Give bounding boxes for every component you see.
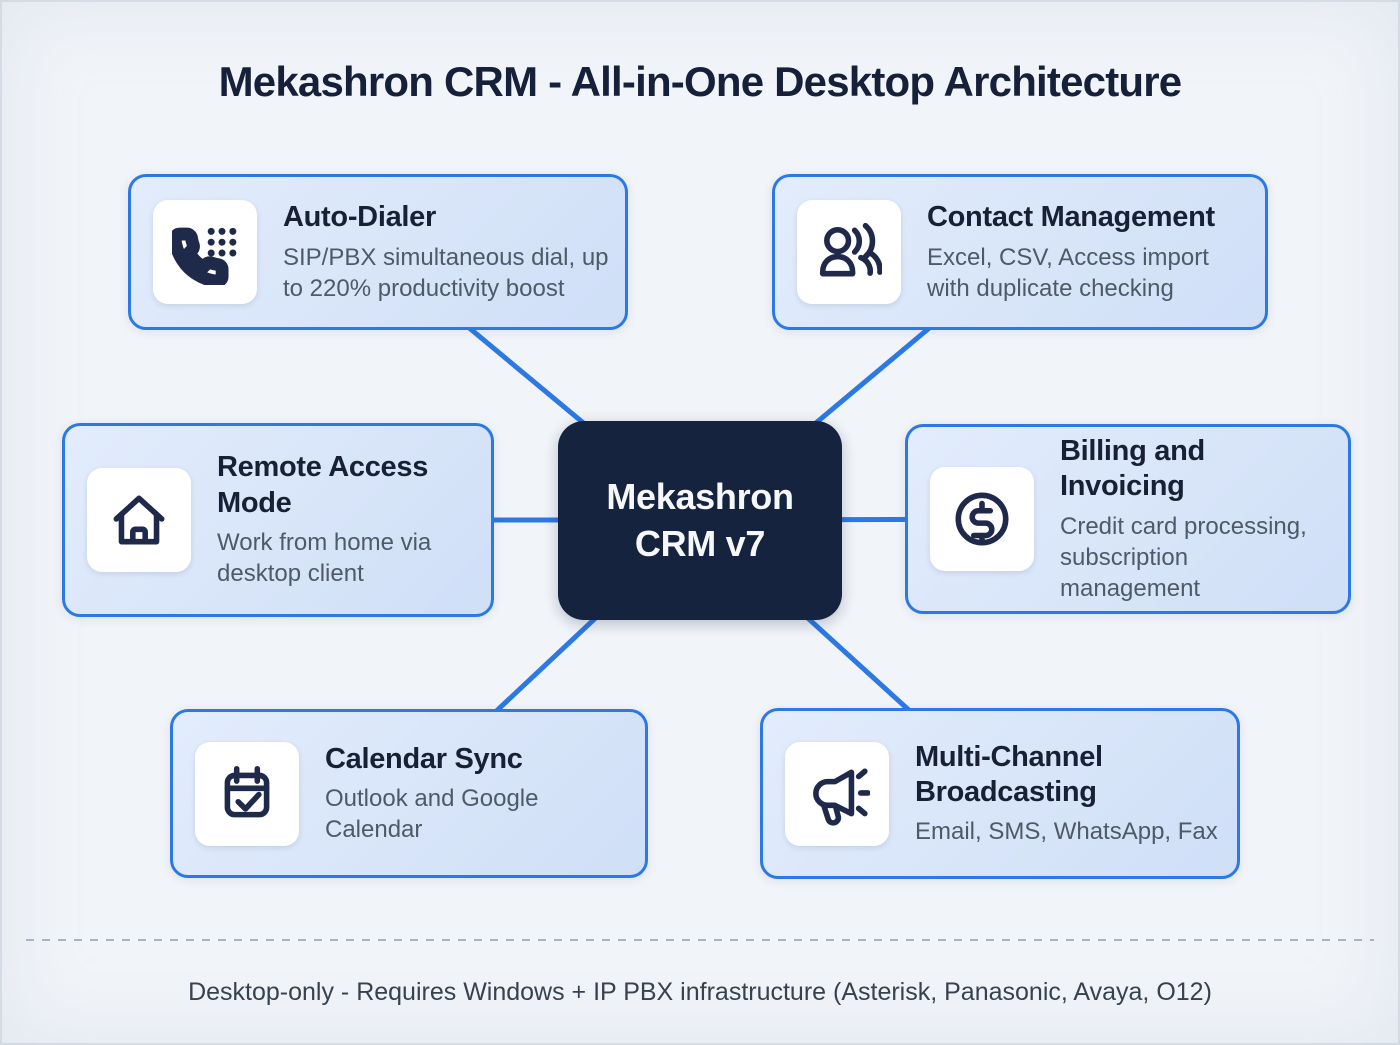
footer-divider	[26, 939, 1374, 941]
feature-description: Excel, CSV, Access import with duplicate…	[927, 243, 1209, 302]
feature-box-billing: Billing and Invoicing Credit card proces…	[905, 424, 1351, 614]
icon-tile	[797, 200, 901, 304]
feature-box-contact-management: Contact Management Excel, CSV, Access im…	[772, 174, 1268, 330]
icon-tile	[785, 741, 889, 846]
feature-description: Credit card processing, subscription man…	[1060, 512, 1307, 602]
feature-description: Outlook and Google Calendar	[325, 785, 539, 844]
icon-tile	[87, 468, 191, 572]
calendar-check-icon	[224, 765, 270, 817]
contacts-icon	[819, 222, 882, 277]
feature-description: Work from home via desktop client	[217, 529, 432, 588]
megaphone-icon	[813, 768, 870, 826]
home-icon	[113, 495, 165, 545]
feature-title: Multi-Channel Broadcasting	[915, 740, 1103, 808]
icon-tile	[195, 741, 299, 846]
icon-tile	[930, 467, 1034, 571]
feature-description: Email, SMS, WhatsApp, Fax	[915, 818, 1218, 846]
feature-description: SIP/PBX simultaneous dial, up to 220% pr…	[283, 243, 609, 302]
feature-box-multi-channel: Multi-Channel Broadcasting Email, SMS, W…	[760, 708, 1240, 879]
center-node-label-line1: Mekashron	[606, 475, 794, 517]
page-title: Mekashron CRM - All-in-One Desktop Archi…	[218, 58, 1183, 105]
feature-box-remote-access: Remote Access Mode Work from home via de…	[62, 423, 494, 617]
feature-title: Calendar Sync	[325, 742, 523, 775]
dollar-circle-icon	[955, 492, 1009, 546]
center-node: Mekashron CRM v7	[558, 421, 842, 620]
phone-keypad-icon	[172, 227, 237, 285]
feature-box-auto-dialer: Auto-Dialer SIP/PBX simultaneous dial, u…	[128, 174, 628, 330]
icon-tile	[153, 200, 257, 304]
feature-title: Remote Access Mode	[217, 451, 429, 519]
feature-title: Billing and Invoicing	[1060, 434, 1205, 503]
footer-note: Desktop-only - Requires Windows + IP PBX…	[188, 978, 1212, 1006]
feature-title: Auto-Dialer	[283, 201, 436, 234]
feature-box-calendar-sync: Calendar Sync Outlook and Google Calenda…	[170, 709, 648, 878]
center-node-label-line2: CRM v7	[634, 522, 766, 564]
feature-title: Contact Management	[927, 201, 1215, 234]
